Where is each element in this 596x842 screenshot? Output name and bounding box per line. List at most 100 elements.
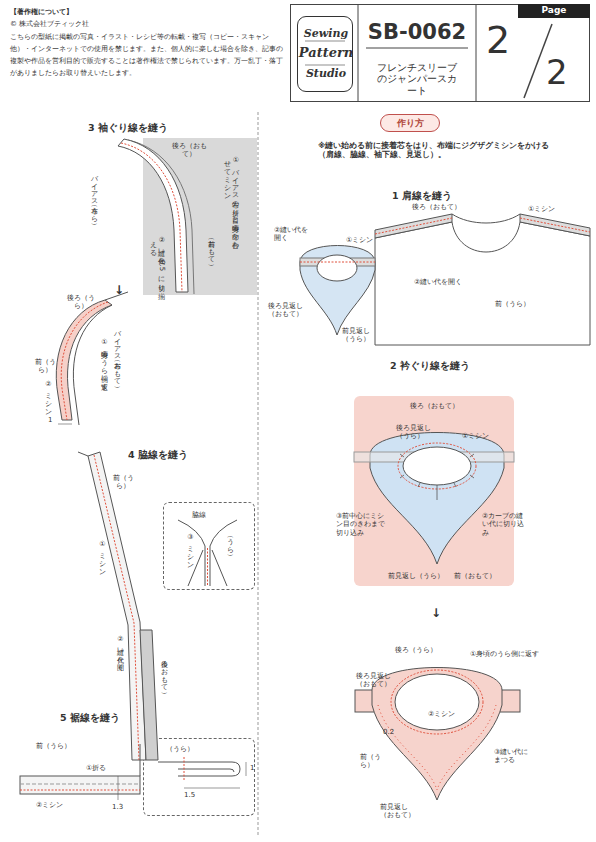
step-heading: 3 袖ぐり線を縫う bbox=[88, 122, 218, 133]
part-label: 前（うら） bbox=[108, 474, 138, 491]
stitch-line bbox=[61, 302, 108, 420]
logo-badge: SewingPatternStudio bbox=[297, 16, 353, 92]
step-arrow: ↓ bbox=[114, 283, 134, 297]
node-text: ①バイアス布の折り目と身頃の印を合わせてミシン bbox=[223, 156, 240, 246]
node-text: 前（おもて） bbox=[207, 235, 215, 295]
instruction-label: ②縫い代を開く bbox=[274, 226, 314, 243]
detail-inset: 脇線 ③ミシン （うら） bbox=[163, 502, 255, 590]
shoulder-allowance bbox=[375, 214, 452, 238]
dimension-label: 1.3 bbox=[112, 803, 132, 811]
node-heading: 後ろ（おもて） bbox=[404, 402, 464, 410]
neck-opening bbox=[317, 255, 357, 281]
hem-profile bbox=[158, 762, 240, 776]
instruction-label: ①折る bbox=[86, 764, 126, 772]
page-tab bbox=[518, 4, 590, 18]
header-frame bbox=[291, 5, 590, 102]
node-text: 2 bbox=[486, 18, 526, 64]
dimension-line bbox=[184, 788, 240, 789]
dimension-line bbox=[118, 776, 119, 800]
part-label: 後ろ見返し（おもて） bbox=[356, 672, 396, 689]
part-label: 後ろ見返し（おもて） bbox=[268, 302, 308, 319]
bodice-front bbox=[375, 222, 590, 345]
part-label: 後ろ（うら） bbox=[64, 294, 98, 311]
shoulder-allowance bbox=[520, 214, 590, 236]
side-edge bbox=[140, 744, 141, 776]
step-heading: 4 脇線を縫う bbox=[128, 449, 228, 460]
node-text: ③前中心にミシン目のきわまで切り込み bbox=[336, 512, 386, 537]
dimension-line bbox=[58, 424, 72, 425]
stitch-line bbox=[20, 790, 140, 791]
notice-heading: 【著作権について】 bbox=[10, 8, 210, 16]
header-divider bbox=[476, 4, 477, 102]
node-text: 後ろ見返し（うら） bbox=[396, 424, 436, 441]
node-text: 1 bbox=[250, 764, 260, 772]
node-text: 前（おもて） bbox=[454, 572, 514, 580]
hem-profile bbox=[178, 769, 234, 772]
node-heading: SB-0062 bbox=[358, 20, 476, 45]
node-heading: 作り方 bbox=[381, 118, 439, 129]
part-label: 前（うら） bbox=[36, 742, 96, 750]
bodice-edge bbox=[78, 452, 88, 456]
bias-strip bbox=[56, 300, 112, 420]
node-text: ①ミシン bbox=[462, 432, 502, 440]
node-text: ②カーブの縫い代に切り込み bbox=[482, 512, 528, 537]
node-text: Pattern bbox=[298, 45, 354, 61]
part-label: 前見返し（おもて） bbox=[380, 803, 420, 820]
stitch-line bbox=[300, 262, 375, 263]
hem-band bbox=[20, 776, 140, 794]
instruction-label: ①ミシン bbox=[528, 205, 578, 213]
node-heading: 脇線 bbox=[192, 511, 222, 519]
bodice-band bbox=[355, 690, 520, 712]
step-heading: 2 衿ぐり線を縫う bbox=[390, 360, 520, 371]
step-heading: 1 肩線を縫う bbox=[392, 190, 492, 201]
title-rule bbox=[366, 48, 468, 49]
node-text: 前見返し（うら） bbox=[388, 572, 452, 580]
node-text: Studio bbox=[298, 67, 354, 80]
facing-piece bbox=[300, 246, 375, 336]
node-heading: Page bbox=[518, 5, 590, 16]
shoulder-allowance bbox=[300, 258, 375, 266]
dimension-label: 0.2 bbox=[383, 728, 403, 736]
page-box: Page 22 bbox=[476, 4, 590, 102]
fold-line bbox=[20, 784, 140, 785]
bodice-edge bbox=[73, 305, 112, 425]
part-label: バイアス布（うら） bbox=[90, 170, 98, 250]
node-text: フレンチスリーブのジャンパースカート bbox=[373, 62, 461, 96]
node-heading: Sewing bbox=[298, 27, 354, 40]
stitch-line bbox=[207, 548, 208, 586]
instruction-label: ③縫い代にまつる bbox=[494, 748, 534, 765]
seam-detail bbox=[210, 520, 237, 586]
instruction-label: ①ミシン bbox=[98, 540, 106, 590]
part-label: 前（うら） bbox=[360, 753, 390, 770]
notice-text: こちらの型紙に掲載の写真・イラスト・レシピ等の転載・複写（コピー・スキャン他）・… bbox=[10, 32, 285, 80]
stitch-line bbox=[391, 670, 483, 734]
part-label: 前（うら） bbox=[30, 358, 60, 375]
instruction-label: ②ミシン bbox=[36, 801, 76, 809]
step-arrow: ↓ bbox=[431, 606, 451, 620]
seam-allowance bbox=[212, 550, 227, 586]
node-text: （うら） bbox=[226, 533, 234, 573]
part-label: 後ろ（おもて） bbox=[160, 655, 168, 715]
step-panel: 後ろ（おもて）①バイアス布の折り目と身頃の印を合わせてミシン②縫い代を0.5に切… bbox=[143, 138, 257, 295]
dimension-label: 1 bbox=[48, 416, 58, 424]
back-neckline bbox=[452, 214, 520, 223]
section-tag: 作り方 bbox=[380, 114, 440, 132]
instruction-label: ②縫い代を開く bbox=[116, 635, 124, 705]
facing-piece bbox=[372, 668, 502, 801]
node-text: 2 bbox=[546, 52, 586, 93]
stitch-line bbox=[520, 218, 590, 232]
step-heading: 5 裾線を縫う bbox=[60, 712, 160, 723]
node-heading: 後ろ（おもて） bbox=[171, 142, 207, 159]
node-text: ③ミシン bbox=[186, 533, 194, 583]
logo-rule bbox=[305, 41, 345, 42]
part-label: 後ろ（おもて） bbox=[412, 203, 482, 211]
node-text: 1.5 bbox=[184, 791, 204, 799]
neck-opening bbox=[395, 674, 479, 730]
dimension-line bbox=[246, 762, 247, 776]
part-label: 前（うら） bbox=[495, 300, 545, 308]
header-divider bbox=[358, 4, 359, 102]
instruction-label: ②ミシン bbox=[44, 380, 52, 420]
part-label: バイアス布（おもて） bbox=[113, 325, 121, 405]
seam-detail bbox=[178, 520, 205, 586]
column-divider bbox=[258, 112, 259, 836]
